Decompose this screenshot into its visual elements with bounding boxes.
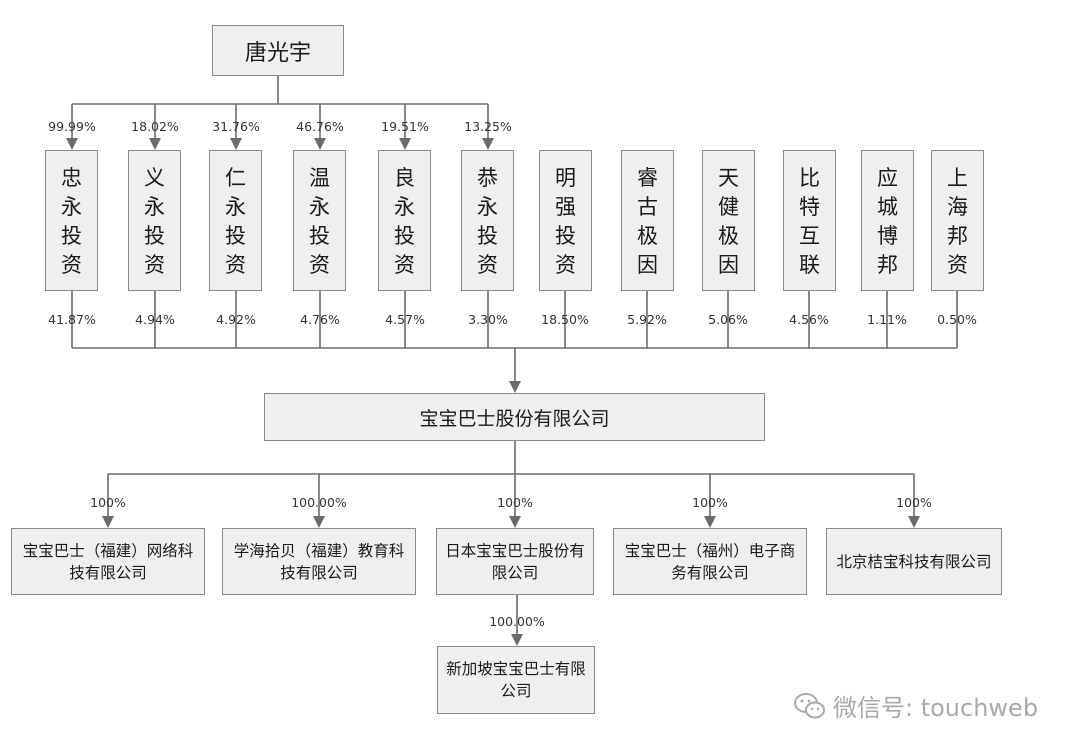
- lower-pct-label: 4.56%: [789, 312, 829, 327]
- lower-pct-label: 18.50%: [541, 312, 589, 327]
- upper-pct-label: 13.25%: [464, 119, 512, 134]
- investor-box: 明强投资: [539, 150, 592, 291]
- subsidiary-box: 北京桔宝科技有限公司: [826, 528, 1002, 595]
- subsidiary-name: 宝宝巴士（福建）网络科技有限公司: [22, 541, 194, 582]
- arrow-head: [399, 138, 411, 150]
- investor-name: 恭永投资: [477, 165, 498, 277]
- investor-name: 天健极因: [718, 165, 739, 277]
- arrow-head: [102, 516, 114, 528]
- watermark-text: 微信号: touchweb: [833, 694, 1039, 722]
- investor-name: 上海邦资: [947, 165, 968, 277]
- investor-name: 温永投资: [309, 165, 330, 277]
- upper-pct-label: 46.76%: [296, 119, 344, 134]
- arrow-head: [149, 138, 161, 150]
- subsidiary-name: 日本宝宝巴士股份有限公司: [445, 541, 585, 582]
- investor-box: 义永投资: [128, 150, 181, 291]
- investor-name: 睿古极因: [637, 165, 658, 277]
- arrow-head: [511, 634, 523, 646]
- investor-box: 忠永投资: [45, 150, 98, 291]
- subsidiary-box: 学海拾贝（福建）教育科技有限公司: [222, 528, 416, 595]
- investor-name: 良永投资: [394, 165, 415, 277]
- subsidiary-box: 日本宝宝巴士股份有限公司: [436, 528, 594, 595]
- arrow-head: [482, 138, 494, 150]
- lower-pct-label: 1.11%: [867, 312, 907, 327]
- arrow-head: [704, 516, 716, 528]
- arrow-head: [908, 516, 920, 528]
- wechat-watermark: 微信号: touchweb: [793, 688, 1038, 723]
- subsidiary-pct-label: 100%: [497, 495, 533, 510]
- investor-name: 应城博邦: [877, 165, 898, 277]
- lower-pct-label: 3.30%: [468, 312, 508, 327]
- investor-name: 仁永投资: [225, 165, 246, 277]
- subsidiary-pct-label: 100.00%: [291, 495, 347, 510]
- arrow-head: [313, 516, 325, 528]
- investor-box: 睿古极因: [621, 150, 674, 291]
- lower-pct-label: 4.94%: [135, 312, 175, 327]
- upper-pct-label: 19.51%: [381, 119, 429, 134]
- upper-pct-label: 18.02%: [131, 119, 179, 134]
- subsidiary-pct-label: 100%: [90, 495, 126, 510]
- top-person-name: 唐光宇: [244, 40, 311, 66]
- lower-pct-label: 41.87%: [48, 312, 96, 327]
- arrow-head: [314, 138, 326, 150]
- investor-name: 比特互联: [799, 165, 820, 277]
- upper-pct-label: 99.99%: [48, 119, 96, 134]
- sub-subsidiary-box: 新加坡宝宝巴士有限公司: [437, 646, 595, 714]
- arrow-head: [230, 138, 242, 150]
- arrow-head: [509, 516, 521, 528]
- lower-pct-label: 4.57%: [385, 312, 425, 327]
- lower-pct-label: 5.06%: [708, 312, 748, 327]
- investor-box: 上海邦资: [931, 150, 984, 291]
- investor-box: 良永投资: [378, 150, 431, 291]
- subsidiary-box: 宝宝巴士（福州）电子商务有限公司: [613, 528, 807, 595]
- investor-box: 仁永投资: [209, 150, 262, 291]
- main-company-box: 宝宝巴士股份有限公司: [264, 393, 765, 441]
- investor-box: 比特互联: [783, 150, 836, 291]
- subsidiary-pct-label: 100%: [896, 495, 932, 510]
- lower-pct-label: 4.92%: [216, 312, 256, 327]
- investor-name: 明强投资: [555, 165, 576, 277]
- subsidiary-name: 学海拾贝（福建）教育科技有限公司: [233, 541, 405, 582]
- lower-pct-label: 0.50%: [937, 312, 977, 327]
- investor-box: 应城博邦: [861, 150, 914, 291]
- main-company-name: 宝宝巴士股份有限公司: [419, 407, 610, 430]
- arrow-head: [509, 381, 521, 393]
- investor-name: 义永投资: [144, 165, 165, 277]
- upper-pct-label: 31.76%: [212, 119, 260, 134]
- investor-box: 天健极因: [702, 150, 755, 291]
- subsidiary-name: 北京桔宝科技有限公司: [836, 552, 992, 571]
- subsidiary-name: 宝宝巴士（福州）电子商务有限公司: [624, 541, 796, 582]
- subsidiary-pct-label: 100%: [692, 495, 728, 510]
- wechat-icon: [794, 692, 825, 718]
- investor-box: 温永投资: [293, 150, 346, 291]
- investor-name: 忠永投资: [61, 165, 82, 277]
- investor-box: 恭永投资: [461, 150, 514, 291]
- arrow-head: [66, 138, 78, 150]
- subsidiary-box: 宝宝巴士（福建）网络科技有限公司: [11, 528, 205, 595]
- lower-pct-label: 5.92%: [627, 312, 667, 327]
- sub-subsidiary-name: 新加坡宝宝巴士有限公司: [446, 660, 586, 700]
- sub-subsidiary-pct-label: 100.00%: [489, 614, 545, 629]
- top-person-box: 唐光宇: [212, 25, 344, 76]
- lower-pct-label: 4.76%: [300, 312, 340, 327]
